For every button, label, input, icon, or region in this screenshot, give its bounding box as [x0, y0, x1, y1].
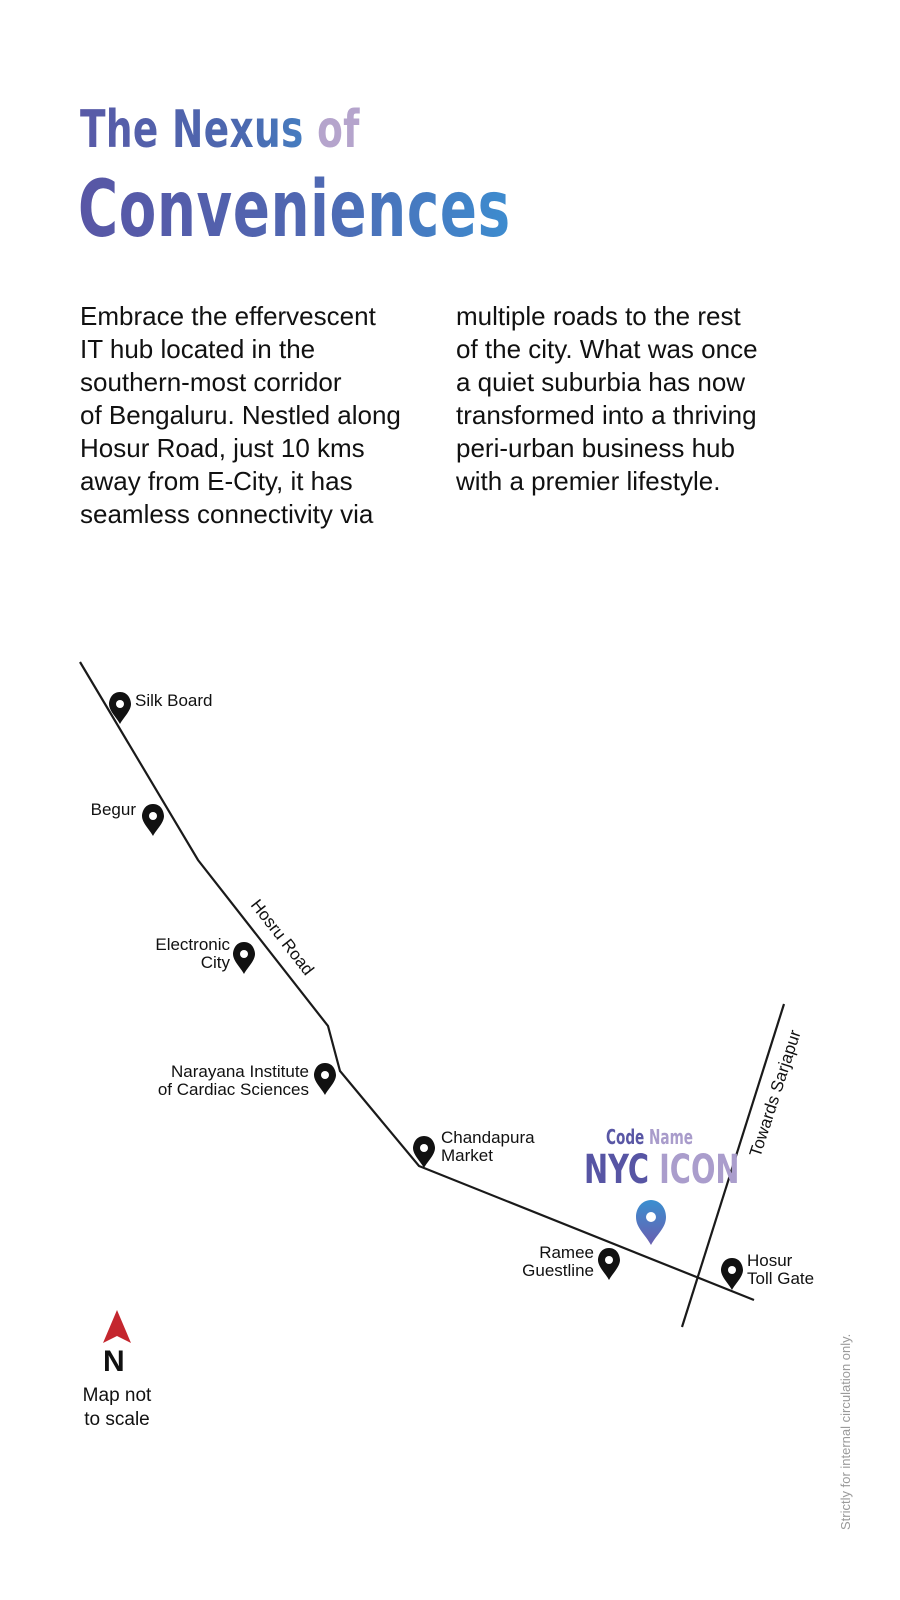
landmark-begur: Begur: [91, 800, 164, 836]
compass-north-letter: N: [103, 1345, 125, 1378]
landmark-label: Electronic: [155, 935, 230, 954]
north-arrow-icon: [103, 1310, 131, 1343]
intro-column-2: multiple roads to the rest of the city. …: [456, 301, 758, 496]
map-pin-icon: [142, 804, 164, 836]
hosur-road-line: [79, 661, 755, 1302]
map-pin-icon: [721, 1258, 743, 1290]
landmark-hosur-toll: Hosur Toll Gate: [721, 1251, 814, 1290]
disclaimer-text: Strictly for internal circulation only.: [838, 1333, 853, 1530]
landmark-label: Market: [441, 1146, 493, 1165]
project-name-part2: ICON: [659, 1147, 740, 1193]
map-pin-icon: [314, 1063, 336, 1095]
map-pin-icon: [598, 1248, 620, 1280]
landmark-label: Chandapura: [441, 1128, 535, 1147]
title-line1-accent: of: [317, 100, 360, 160]
landmark-label: of Cardiac Sciences: [158, 1080, 309, 1099]
sarjapur-road-line: [680, 1003, 786, 1328]
project-location-pin-icon: [636, 1200, 666, 1245]
map-pin-icon: [233, 942, 255, 974]
landmark-label: City: [201, 953, 231, 972]
project-code-label: Code Name: [606, 1125, 693, 1149]
landmark-ramee: Ramee Guestline: [522, 1243, 620, 1280]
landmark-chandapura: Chandapura Market: [413, 1128, 535, 1168]
landmark-label: Silk Board: [135, 691, 212, 710]
landmark-label: Hosur: [747, 1251, 793, 1270]
landmark-label: Ramee: [539, 1243, 594, 1262]
road-label-sarjapur: Towards Sarjapur: [746, 1027, 805, 1159]
landmark-label: Guestline: [522, 1261, 594, 1280]
code-label-part2: Name: [649, 1125, 693, 1149]
page-title-line1: The Nexus of: [80, 98, 360, 162]
map-scale-note: Map not to scale: [82, 1385, 152, 1430]
title-line1-main: The Nexus: [80, 100, 318, 160]
title-line2-text: Conveniences: [78, 165, 511, 255]
landmark-narayana: Narayana Institute of Cardiac Sciences: [158, 1062, 336, 1099]
landmark-label: Begur: [91, 800, 137, 819]
project-name-part1: NYC: [584, 1147, 660, 1193]
landmark-label: Toll Gate: [747, 1269, 814, 1288]
code-label-part1: Code: [606, 1125, 650, 1149]
intro-column-1: Embrace the effervescent IT hub located …: [80, 301, 401, 529]
page-title-line2: Conveniences: [78, 165, 511, 255]
map-pin-icon: [109, 692, 131, 724]
landmark-silk-board: Silk Board: [109, 691, 212, 724]
landmark-electronic-city: Electronic City: [155, 935, 255, 974]
project-name: NYC ICON: [584, 1147, 740, 1193]
landmark-label: Narayana Institute: [171, 1062, 309, 1081]
